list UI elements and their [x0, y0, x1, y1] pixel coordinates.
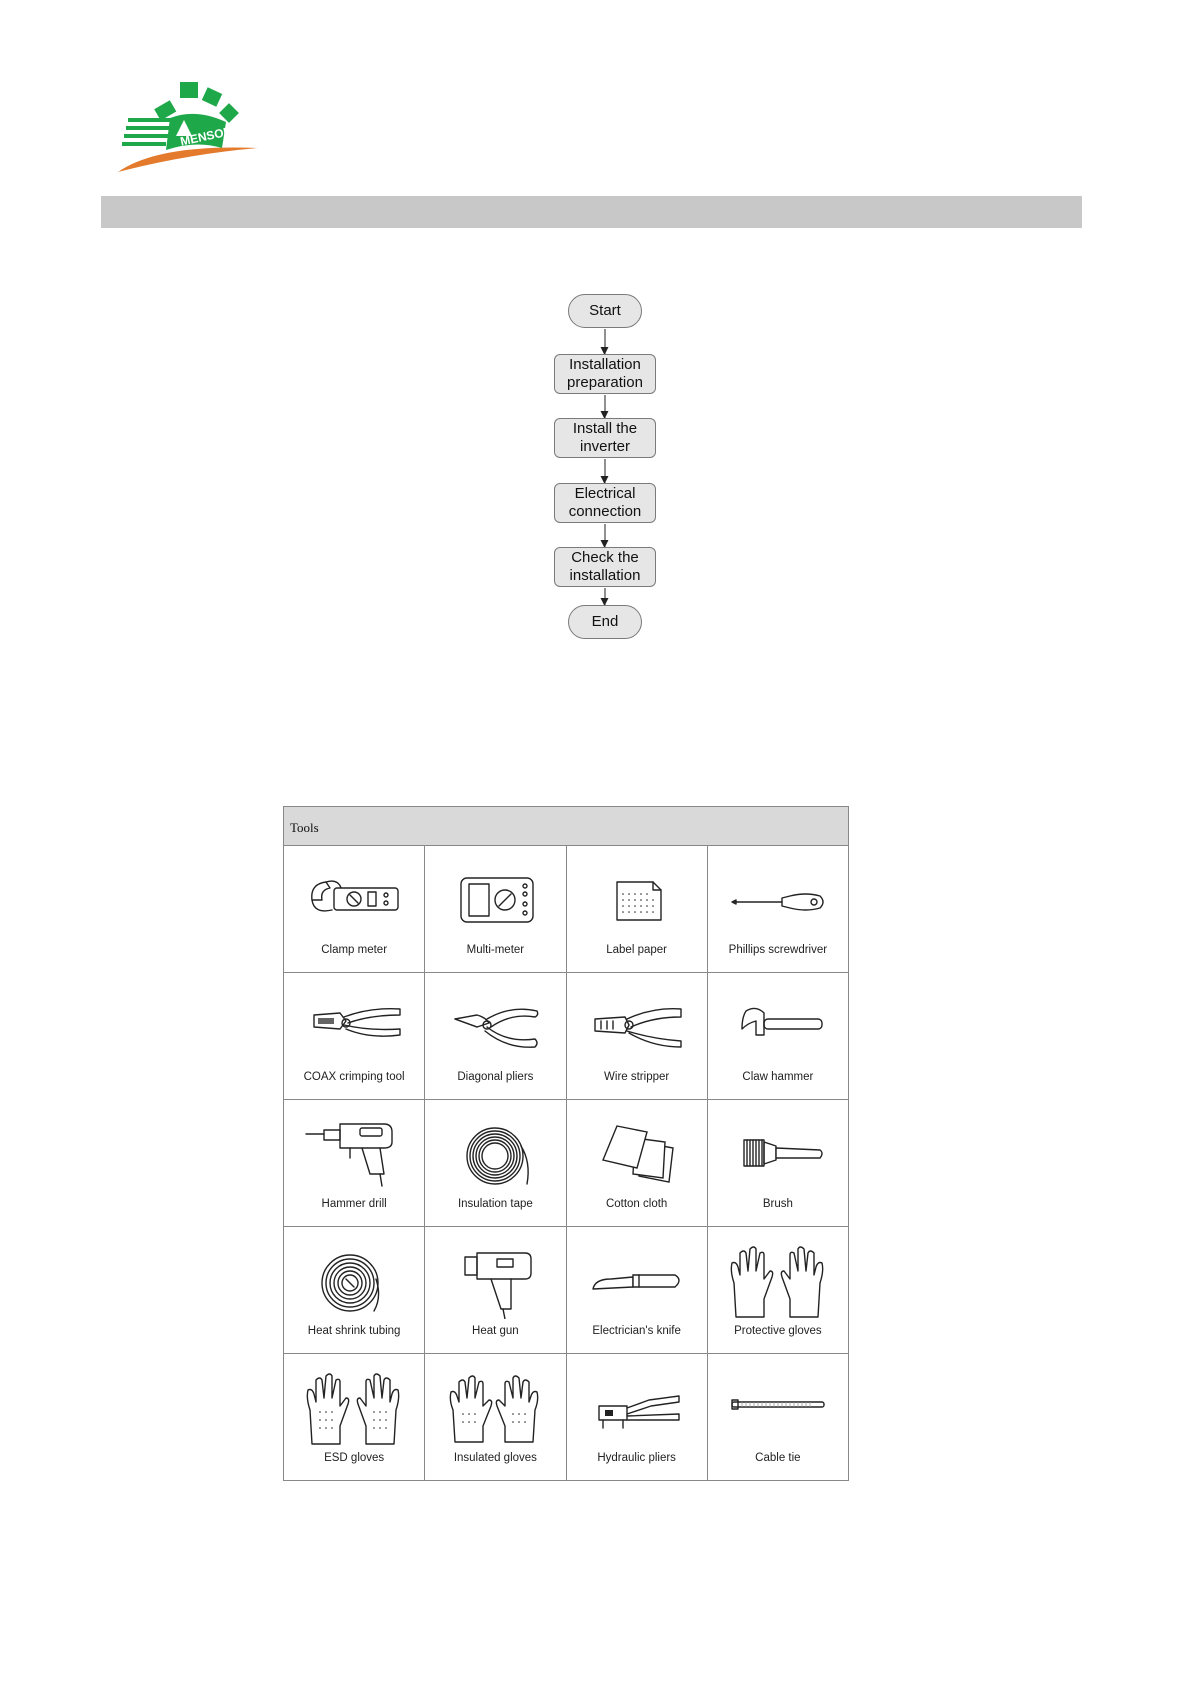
tool-cell: Clamp meter: [282, 845, 426, 973]
tool-cell: Insulation tape: [424, 1099, 567, 1227]
tool-label: Electrician's knife: [592, 1325, 681, 1337]
clamp-meter-icon: [311, 880, 399, 912]
tool-cell: Claw hammer: [706, 972, 850, 1100]
tool-label: Wire stripper: [604, 1071, 670, 1083]
flow-arrow: [600, 524, 609, 548]
tool-cell: Cable tie: [706, 1353, 850, 1481]
tool-cell: COAX crimping tool: [282, 972, 426, 1100]
tool-label: Insulation tape: [457, 1198, 533, 1210]
tool-label: Brush: [762, 1198, 793, 1210]
tool-label: Protective gloves: [734, 1325, 822, 1337]
flowchart-step-3: Electrical connection: [554, 483, 656, 523]
tool-label: Phillips screwdriver: [728, 944, 828, 956]
tool-cell: Multi-meter: [424, 845, 567, 973]
wire-stripper-icon: [593, 1008, 682, 1048]
knife-icon: [591, 1274, 680, 1290]
flow-arrow: [600, 459, 609, 484]
tool-cell: Heat gun: [424, 1226, 567, 1354]
tool-cell: Hydraulic pliers: [565, 1353, 708, 1481]
screwdriver-icon: [731, 893, 824, 911]
label-paper-icon: [615, 881, 662, 921]
tool-label: Heat shrink tubing: [307, 1325, 401, 1337]
tool-cell: Diagonal pliers: [424, 972, 567, 1100]
tool-cell: ESD gloves: [282, 1353, 426, 1481]
heat-shrink-tubing-icon: [321, 1254, 380, 1312]
flowchart-step-4: Check the installation: [554, 547, 656, 587]
esd-gloves-icon: [306, 1373, 400, 1445]
flowchart-end: End: [568, 605, 642, 639]
cotton-cloth-icon: [601, 1125, 674, 1183]
tools-table-header: Tools: [283, 806, 849, 846]
crimping-tool-icon: [313, 1007, 401, 1037]
company-logo: MENSOLAR: [118, 82, 258, 172]
flowchart-start: Start: [568, 294, 642, 328]
tool-cell: Phillips screwdriver: [706, 845, 850, 973]
tool-label: Cotton cloth: [605, 1198, 668, 1210]
tool-label: Multi-meter: [466, 944, 525, 956]
tool-label: Hydraulic pliers: [597, 1452, 676, 1464]
tool-cell: Brush: [706, 1099, 850, 1227]
section-header-band: [101, 196, 1082, 228]
tool-label: ESD gloves: [324, 1452, 385, 1464]
tool-label: Label paper: [606, 944, 667, 956]
tool-label: Claw hammer: [742, 1071, 814, 1083]
cable-tie-icon: [731, 1399, 825, 1410]
insulation-tape-icon: [466, 1127, 530, 1185]
tool-cell: Protective gloves: [706, 1226, 850, 1354]
installation-flowchart: Start Installation preparation Install t…: [540, 290, 670, 660]
tool-label: Diagonal pliers: [457, 1071, 534, 1083]
flowchart-step-1: Installation preparation: [554, 354, 656, 394]
tool-cell: Label paper: [565, 845, 708, 973]
flow-arrow: [600, 395, 609, 419]
brush-icon: [743, 1139, 823, 1167]
flow-arrow: [600, 329, 609, 355]
table-row: COAX crimping tool Diagonal pliers: [282, 972, 850, 1100]
diagonal-pliers-icon: [454, 1008, 539, 1048]
tool-label: Insulated gloves: [453, 1452, 537, 1464]
tool-cell: Insulated gloves: [424, 1353, 567, 1481]
flow-arrow: [600, 588, 609, 606]
tool-cell: Wire stripper: [565, 972, 708, 1100]
tool-cell: Electrician's knife: [565, 1226, 708, 1354]
table-row: Heat shrink tubing Heat gun Elec: [282, 1226, 850, 1354]
table-row: ESD gloves Insulated gloves: [282, 1353, 850, 1481]
tool-cell: Hammer drill: [282, 1099, 426, 1227]
tool-label: Cable tie: [755, 1452, 801, 1464]
tool-cell: Heat shrink tubing: [282, 1226, 426, 1354]
hammer-drill-icon: [305, 1123, 393, 1187]
heat-gun-icon: [464, 1252, 533, 1319]
table-row: Clamp meter Multi-meter: [282, 845, 850, 973]
tool-label: Clamp meter: [321, 944, 388, 956]
table-row: Hammer drill Insulation tape Cotton clot…: [282, 1099, 850, 1227]
tool-label: Heat gun: [472, 1325, 519, 1337]
claw-hammer-icon: [741, 1007, 823, 1036]
insulated-gloves-icon: [450, 1375, 539, 1443]
protective-gloves-icon: [730, 1246, 824, 1318]
tools-table: Tools Clamp meter: [282, 806, 850, 1481]
tool-label: COAX crimping tool: [303, 1071, 405, 1083]
hydraulic-pliers-icon: [597, 1395, 680, 1429]
multimeter-icon: [460, 877, 535, 923]
flowchart-step-2: Install the inverter: [554, 418, 656, 458]
tool-cell: Cotton cloth: [565, 1099, 708, 1227]
tool-label: Hammer drill: [321, 1198, 387, 1210]
